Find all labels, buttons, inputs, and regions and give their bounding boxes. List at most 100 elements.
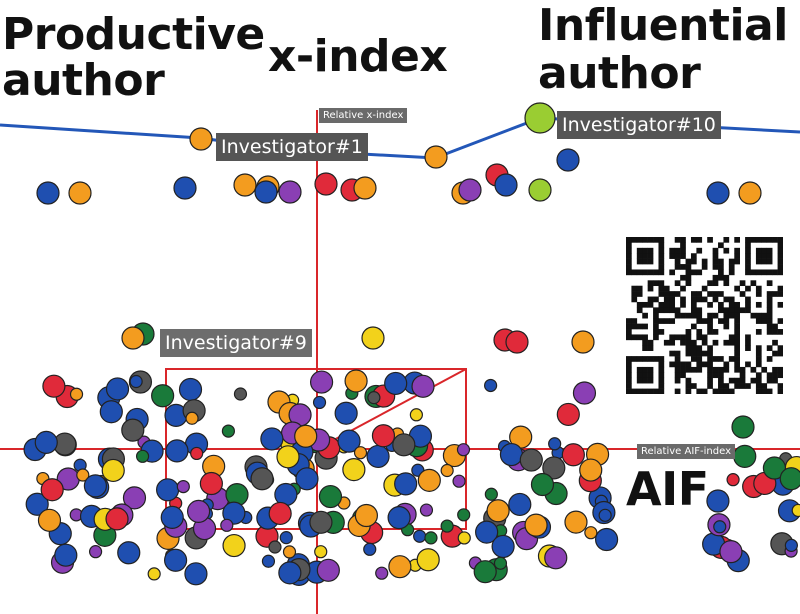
qr-module	[658, 237, 665, 243]
qr-module	[777, 258, 783, 265]
qr-module	[766, 253, 773, 259]
qr-module	[712, 356, 719, 362]
data-point	[784, 538, 798, 552]
data-point	[392, 433, 416, 457]
qr-module	[755, 253, 762, 259]
qr-module	[658, 247, 665, 254]
qr-module	[745, 296, 751, 303]
qr-module	[658, 383, 665, 389]
qr-module	[696, 307, 703, 314]
qr-module	[685, 339, 692, 346]
qr-module	[718, 264, 724, 270]
qr-module	[745, 285, 751, 292]
qr-module	[690, 258, 697, 265]
relative-aif-index-tag: Relative AIF-index	[637, 444, 736, 459]
qr-module	[734, 237, 740, 243]
qr-module	[745, 307, 751, 314]
qr-module	[701, 388, 708, 394]
qr-module	[696, 366, 703, 373]
qr-module	[755, 383, 762, 389]
qr-module	[642, 345, 648, 351]
qr-module	[755, 350, 762, 357]
qr-module	[642, 247, 648, 254]
data-point	[282, 545, 297, 559]
qr-module	[669, 307, 676, 314]
qr-module	[642, 366, 648, 373]
qr-module	[690, 383, 697, 389]
qr-module	[685, 377, 692, 384]
data-point	[598, 508, 612, 522]
data-point	[309, 370, 334, 394]
qr-module	[701, 285, 708, 292]
data-point	[68, 181, 92, 205]
qr-module	[766, 280, 773, 287]
data-point	[528, 178, 552, 202]
qr-module	[718, 383, 724, 389]
data-point	[494, 173, 518, 197]
qr-module	[766, 312, 773, 319]
qr-module	[653, 334, 659, 341]
qr-module	[636, 334, 643, 341]
qr-module	[658, 291, 665, 297]
data-point	[713, 520, 727, 534]
qr-module	[658, 377, 665, 384]
qr-module	[723, 388, 730, 394]
qr-module	[636, 366, 643, 373]
qr-module	[766, 372, 773, 379]
qr-module	[685, 350, 692, 357]
data-point	[353, 446, 368, 460]
data-point	[176, 479, 190, 494]
qr-module	[642, 301, 648, 308]
qr-module	[777, 383, 783, 389]
data-point	[160, 505, 184, 529]
qr-module	[636, 253, 643, 259]
qr-module	[685, 274, 692, 281]
data-point	[276, 445, 300, 469]
qr-module	[755, 329, 762, 335]
data-point	[387, 506, 411, 530]
qr-module	[690, 312, 697, 319]
qr-module	[674, 388, 681, 394]
qr-module	[669, 301, 676, 308]
qr-module	[728, 307, 735, 314]
qr-module	[631, 318, 638, 324]
qr-module	[734, 247, 740, 254]
qr-module	[739, 307, 746, 314]
qr-module	[777, 269, 783, 276]
qr-module	[690, 366, 697, 373]
qr-module	[642, 258, 648, 265]
qr-module	[642, 334, 648, 341]
data-point	[312, 395, 327, 410]
qr-module	[755, 301, 762, 308]
qr-module	[745, 301, 751, 308]
qr-module	[761, 269, 768, 276]
qr-module	[718, 388, 724, 394]
data-point	[440, 519, 454, 533]
qr-module	[739, 366, 746, 373]
data-point	[791, 503, 800, 518]
qr-module	[750, 377, 757, 384]
qr-module	[755, 356, 762, 362]
qr-module	[766, 323, 773, 330]
qr-module	[734, 312, 740, 319]
data-point	[344, 369, 368, 393]
qr-module	[647, 269, 654, 276]
qr-module	[626, 366, 632, 373]
qr-module	[626, 264, 632, 270]
qr-module	[707, 318, 713, 324]
qr-module	[669, 361, 676, 368]
qr-module	[647, 345, 654, 351]
qr-module	[712, 247, 719, 254]
qr-module	[636, 356, 643, 362]
data-point	[190, 446, 204, 461]
qr-module	[734, 339, 740, 346]
qr-module	[707, 377, 713, 384]
data-point	[186, 499, 211, 523]
data-point	[147, 567, 161, 581]
data-point	[279, 531, 293, 545]
qr-module	[728, 269, 735, 276]
qr-module	[772, 377, 778, 384]
qr-module	[766, 258, 773, 265]
qr-module	[690, 296, 697, 303]
data-point	[475, 520, 499, 544]
